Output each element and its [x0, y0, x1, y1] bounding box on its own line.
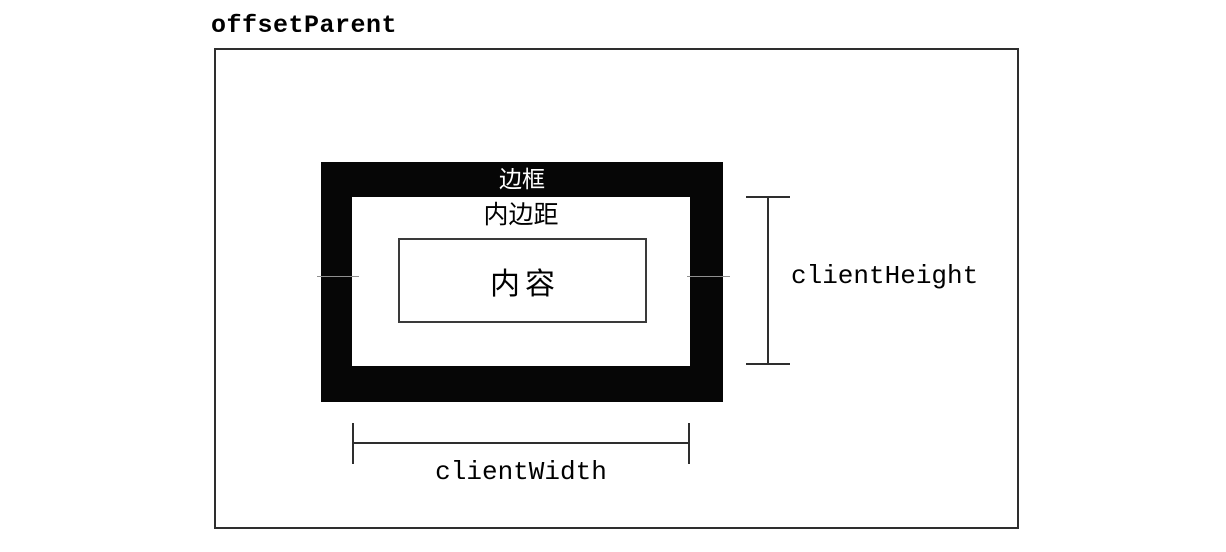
client-height-measure-line — [767, 196, 769, 365]
client-height-measure-cap-bottom — [746, 363, 790, 365]
content-label: 内容 — [490, 266, 560, 302]
padding-label: 内边距 — [483, 200, 559, 229]
content-box: 内容 — [398, 238, 647, 323]
padding-box: 内边距 内容 — [352, 197, 690, 366]
client-width-label: clientWidth — [435, 457, 607, 487]
client-height-label: clientHeight — [791, 261, 979, 291]
client-width-measure-line — [352, 442, 690, 444]
border-label: 边框 — [499, 167, 545, 193]
border-box: 边框 内边距 内容 — [321, 162, 723, 402]
border-seam-right — [687, 276, 730, 277]
offset-parent-title: offsetParent — [211, 11, 398, 40]
border-seam-left — [317, 276, 359, 277]
client-width-measure-cap-right — [688, 423, 690, 464]
